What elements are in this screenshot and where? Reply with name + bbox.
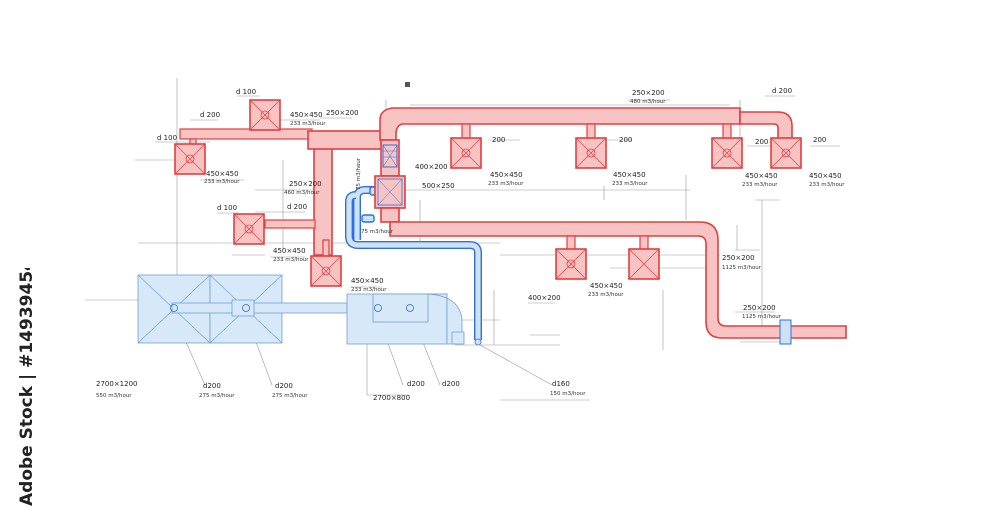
label-200-c: 200 (755, 138, 768, 146)
label-250-main: 250×200 (632, 89, 665, 97)
label-233-top: 233 m3/hour (290, 121, 326, 127)
label-450-g1: 450×450 (490, 171, 523, 179)
diffuser-top (249, 99, 281, 131)
diffuser-g4 (770, 137, 802, 169)
label-250-r1: 250×200 (722, 254, 755, 262)
diffuser-g6 (628, 248, 660, 280)
diffuser-g2 (575, 137, 607, 169)
air-handling-unit (346, 293, 465, 345)
diffuser-low (310, 255, 342, 287)
label-d100-left: d 100 (157, 134, 177, 142)
label-233-g4: 233 m3/hour (809, 182, 845, 188)
label-d200-c: d200 (407, 380, 425, 388)
exhaust-system (137, 186, 482, 346)
label-d200-b: d200 (275, 382, 293, 390)
labels: d 100 450×450 233 m3/hour 250×200 d 200 … (96, 87, 845, 402)
label-450-low: 450×450 (351, 277, 384, 285)
diffuser-g5 (555, 248, 587, 280)
label-233-g5: 233 m3/hour (588, 292, 624, 298)
label-233-mid: 233 m3/hour (273, 257, 309, 263)
diffuser-left (174, 143, 206, 175)
label-d200-left: d 200 (200, 111, 220, 119)
label-233-g3: 233 m3/hour (742, 182, 778, 188)
label-275-a: 275 m3/hour (199, 393, 235, 399)
label-75a: 75 m3/hour (356, 157, 362, 190)
label-1125-r1: 1125 m3/hour (722, 265, 762, 271)
supply-system (174, 99, 847, 345)
label-250-vert: 250×200 (289, 180, 322, 188)
anchor-square (405, 82, 410, 87)
label-2700x800: 2700×800 (373, 394, 410, 402)
label-250-top: 250×200 (326, 109, 359, 117)
diffuser-mid (233, 213, 265, 245)
label-233-g1: 233 m3/hour (488, 181, 524, 187)
label-450-g3: 450×450 (745, 172, 778, 180)
diffuser-g3 (711, 137, 743, 169)
label-1125-r2: 1125 m3/hour (742, 314, 782, 320)
label-200-a: 200 (492, 136, 505, 144)
label-d100-top: d 100 (236, 88, 256, 96)
label-480: 480 m3/hour (630, 99, 666, 105)
label-d160: d160 (552, 380, 570, 388)
watermark-text: Adobe Stock | #149394542 (17, 268, 37, 506)
label-500x250: 500×250 (422, 182, 455, 190)
label-233-low: 233 m3/hour (351, 287, 387, 293)
label-400x200: 400×200 (415, 163, 448, 171)
label-d200-d: d200 (442, 380, 460, 388)
label-d200-a: d200 (203, 382, 221, 390)
label-2700x1200: 2700×1200 (96, 380, 138, 388)
label-550: 550 m3/hour (96, 393, 132, 399)
label-450-g5: 450×450 (590, 282, 623, 290)
label-150: 150 m3/hour (550, 391, 586, 397)
label-d100-mid: d 100 (217, 204, 237, 212)
label-450-mid: 450×450 (273, 247, 306, 255)
label-450-g2: 450×450 (613, 171, 646, 179)
label-233-g2: 233 m3/hour (612, 181, 648, 187)
stock-watermark: Adobe Stock | #149394542 (17, 268, 37, 506)
label-d200-right: d 200 (772, 87, 792, 95)
label-275-b: 275 m3/hour (272, 393, 308, 399)
label-d200-mid: d 200 (287, 203, 307, 211)
label-75b: 75 m3/hour (361, 229, 394, 235)
label-200-d: 200 (813, 136, 826, 144)
label-450-g4: 450×450 (809, 172, 842, 180)
label-400x200-b: 400×200 (528, 294, 561, 302)
label-250-r2: 250×200 (743, 304, 776, 312)
label-460: 460 m3/hour (284, 190, 320, 196)
diffuser-g1 (450, 137, 482, 169)
label-233-left: 233 m3/hour (204, 179, 240, 185)
label-450-top: 450×450 (290, 111, 323, 119)
label-450-left: 450×450 (206, 170, 239, 178)
label-200-b: 200 (619, 136, 632, 144)
